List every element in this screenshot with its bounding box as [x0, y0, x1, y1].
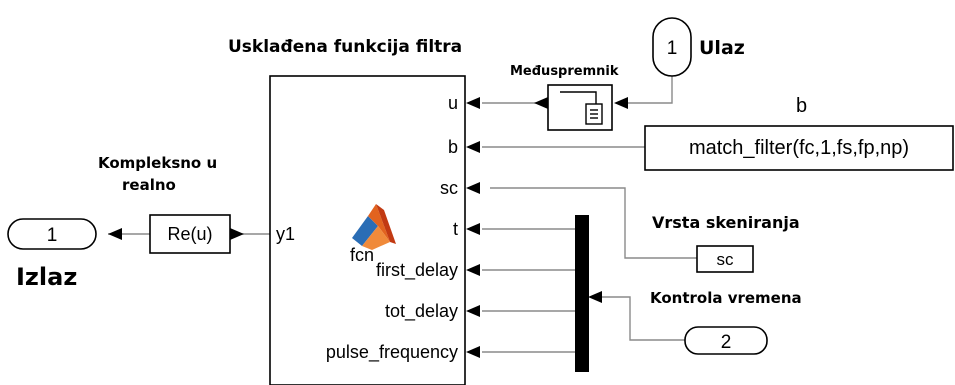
- wire-time-to-bus: [600, 296, 685, 341]
- inport-time-number: 2: [721, 332, 732, 353]
- constant-block-b[interactable]: [644, 125, 954, 171]
- port-label-t: t: [453, 219, 458, 239]
- arrow-u: [466, 97, 480, 109]
- port-label-pulse-frequency: pulse_frequency: [326, 342, 458, 363]
- re-block-title-line2: realno: [122, 176, 176, 194]
- inport-ulaz-label: Ulaz: [699, 37, 745, 59]
- port-label-sc: sc: [440, 178, 458, 198]
- goto-sc-title: Vrsta skeniranja: [652, 213, 800, 232]
- port-label-b: b: [448, 137, 458, 157]
- arrow-b: [466, 141, 480, 153]
- constant-block-value: match_filter(fc,1,fs,fp,np): [689, 137, 909, 159]
- arrow-pulse-frequency: [466, 346, 480, 358]
- fn-block-name: fcn: [350, 245, 374, 265]
- arrow-first-delay: [466, 264, 480, 276]
- wire-ulaz-to-buffer: [628, 75, 673, 104]
- port-label-u: u: [448, 93, 458, 113]
- arrow-re-in: [230, 228, 244, 240]
- bus-selector[interactable]: [575, 215, 589, 372]
- outport-izlaz-label: Izlaz: [16, 263, 77, 291]
- arrow-buffer-in: [614, 97, 628, 109]
- inport-time[interactable]: [684, 326, 768, 355]
- arrow-buffer-out: [534, 97, 548, 109]
- fn-block-title: Usklađena funkcija filtra: [228, 37, 462, 57]
- re-block-title-line1: Kompleksno u: [98, 154, 217, 172]
- goto-block-sc[interactable]: [696, 245, 754, 273]
- inport-ulaz-number: 1: [667, 38, 678, 59]
- complex-to-real-expr: Re(u): [167, 224, 212, 244]
- outport-izlaz[interactable]: [7, 218, 97, 250]
- buffer-title: Međuspremnik: [510, 64, 619, 79]
- buffer-icon: [560, 91, 603, 125]
- arrow-bus-in: [588, 291, 602, 303]
- port-label-first-delay: first_delay: [376, 260, 458, 281]
- goto-block-tag: sc: [717, 250, 735, 269]
- wire-sc-to-goto: [490, 187, 697, 259]
- matlab-logo-icon: [352, 204, 396, 250]
- arrow-tot-delay: [466, 305, 480, 317]
- port-label-tot-delay: tot_delay: [385, 301, 458, 322]
- const-b-title: b: [796, 95, 807, 117]
- outport-izlaz-number: 1: [47, 225, 58, 246]
- inport-time-label: Kontrola vremena: [650, 289, 802, 307]
- port-label-y1: y1: [276, 224, 295, 244]
- arrow-sc: [466, 182, 480, 194]
- arrow-re-out: [108, 228, 122, 240]
- inport-ulaz[interactable]: [652, 17, 692, 77]
- arrow-t: [466, 223, 480, 235]
